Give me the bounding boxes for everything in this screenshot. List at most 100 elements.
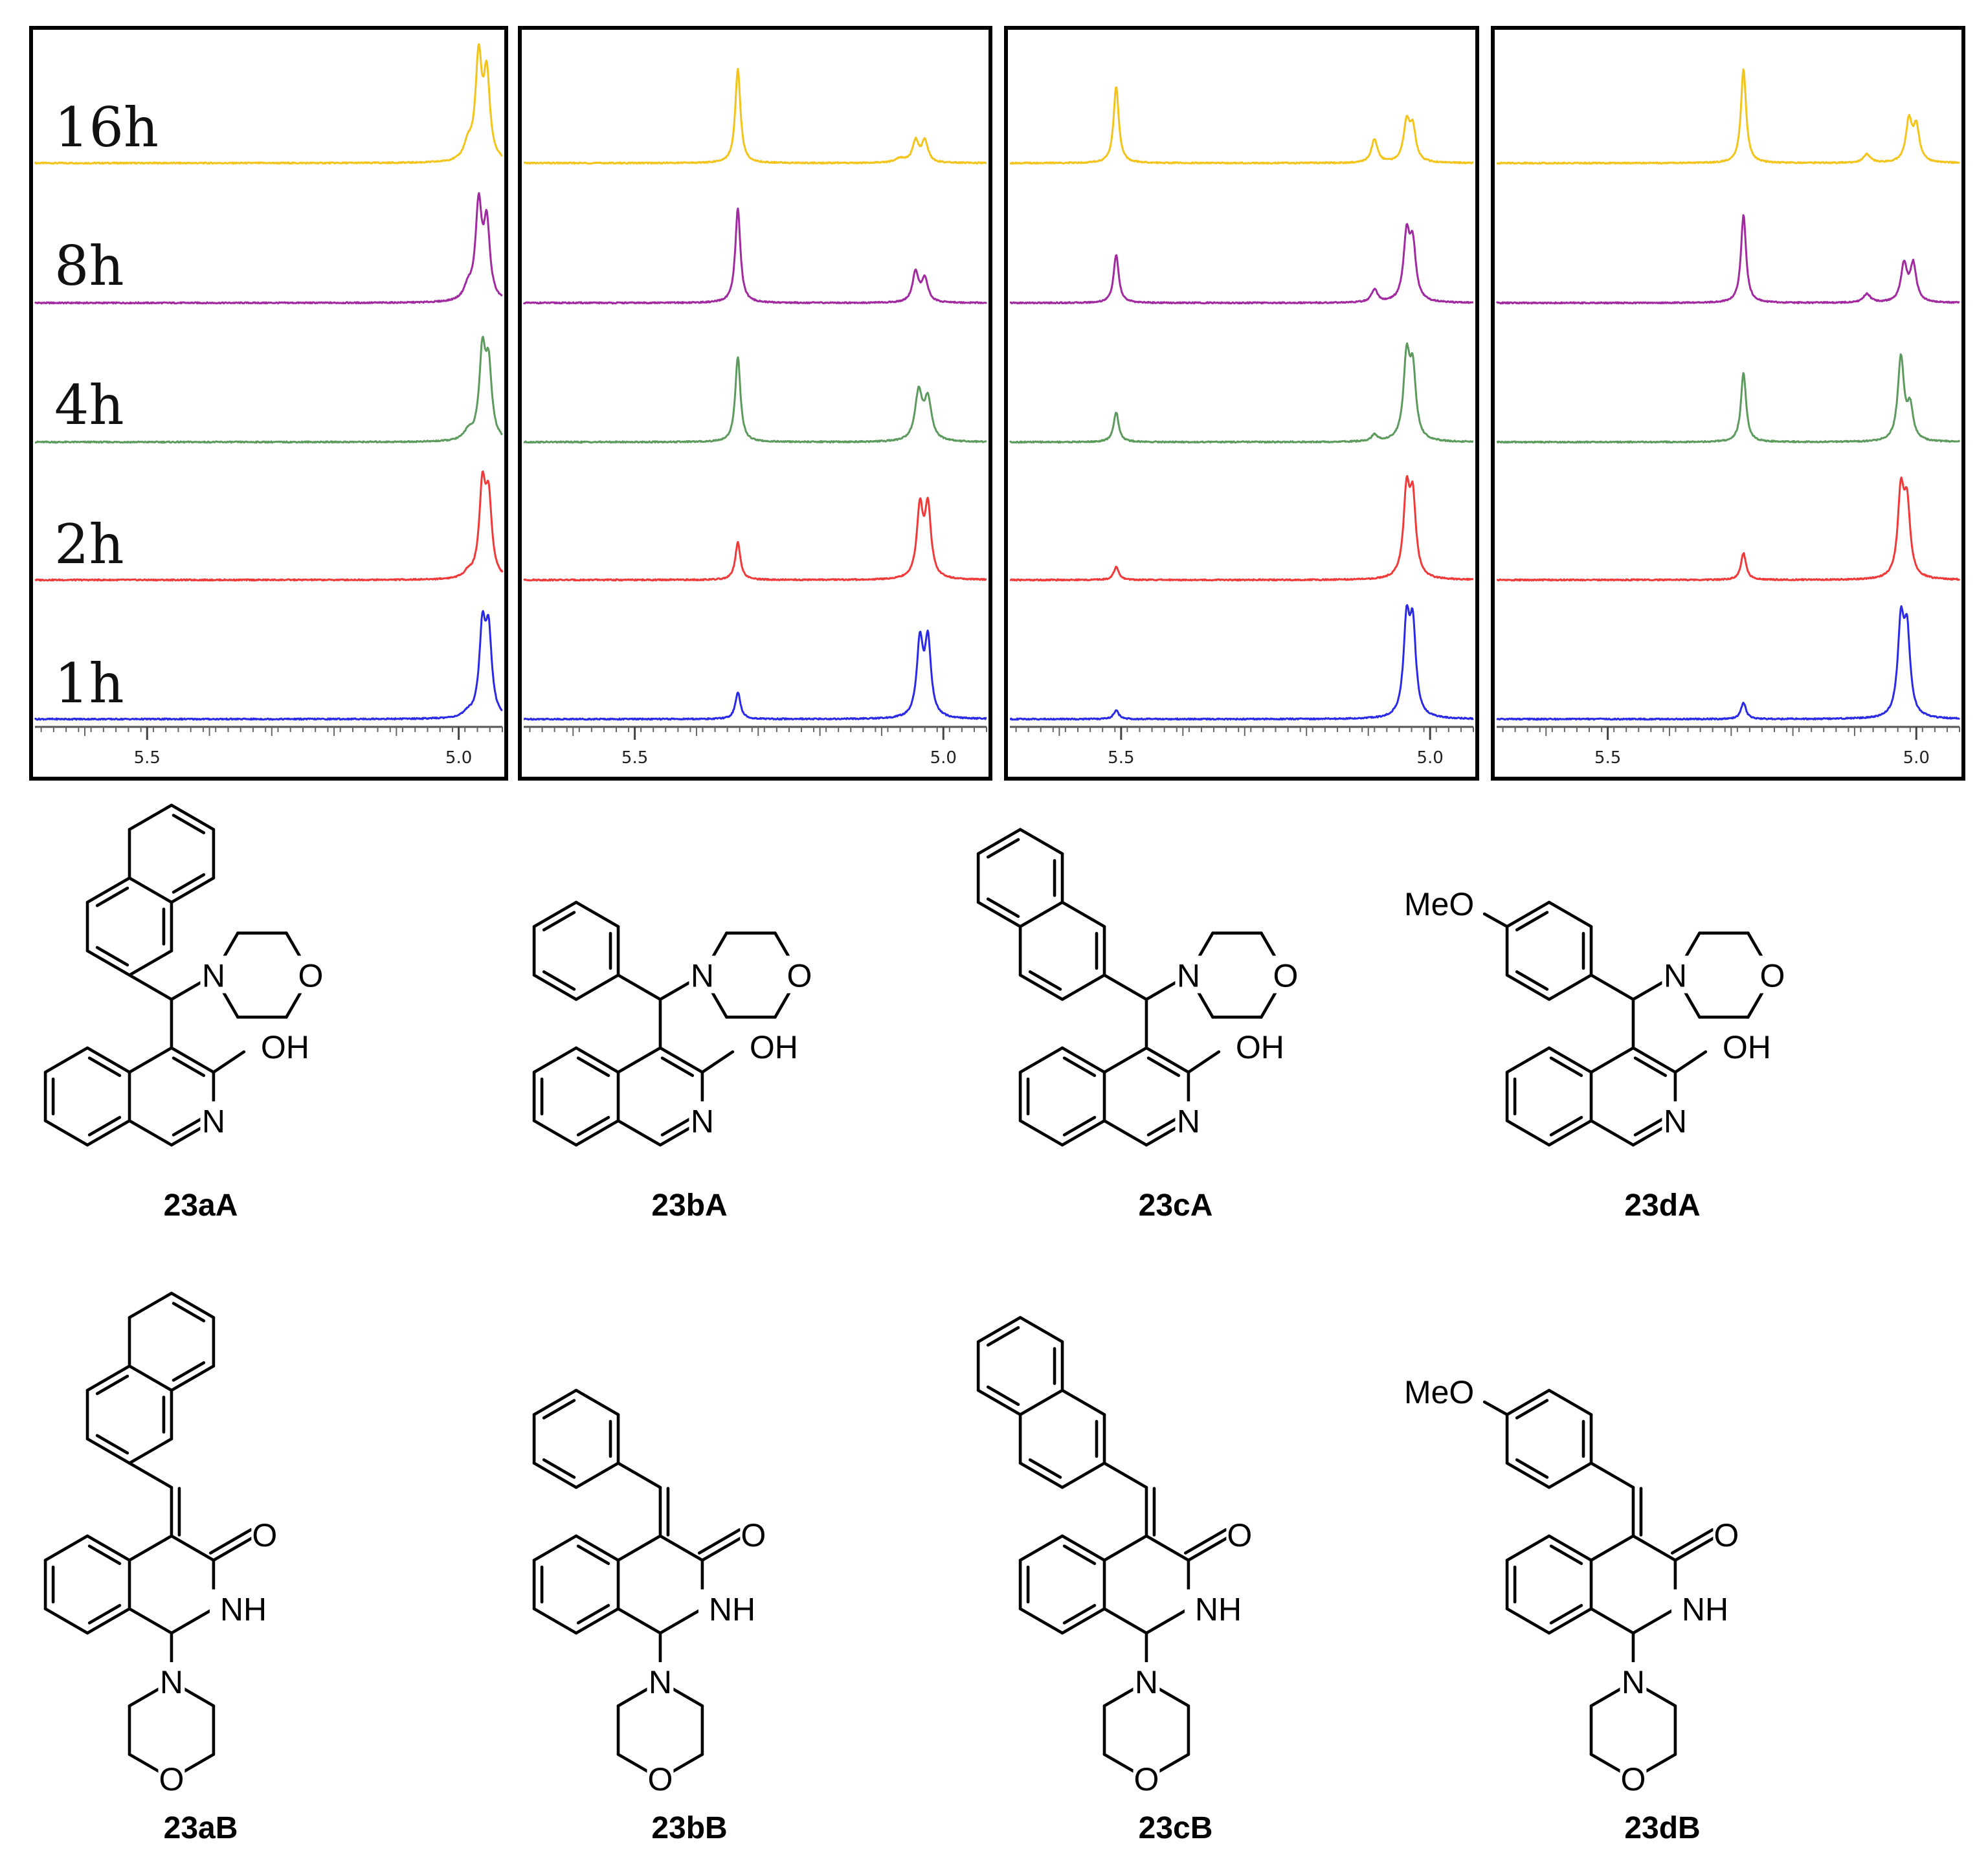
morpholine-n-label: N — [1664, 958, 1687, 994]
bond-double — [1146, 1116, 1181, 1137]
bond-double — [1515, 1399, 1549, 1419]
trace-1h — [1009, 604, 1474, 721]
bond-double — [95, 1434, 129, 1455]
bond — [1589, 1119, 1635, 1147]
atom-mask — [698, 1589, 745, 1627]
bond-double — [1549, 1604, 1583, 1625]
bond — [1018, 1607, 1064, 1635]
bond-double — [87, 1604, 122, 1625]
compound-label-23aA: 23aA — [164, 1188, 238, 1223]
atom-mask — [1620, 1662, 1647, 1700]
bond — [532, 1046, 578, 1074]
morpholine-o-label: O — [1620, 1761, 1646, 1797]
bond-double — [95, 1374, 129, 1396]
bond — [128, 1437, 173, 1465]
bond-double — [1515, 970, 1549, 991]
bond — [1018, 828, 1064, 856]
bond — [532, 1388, 578, 1416]
morpholine-o-label: O — [647, 1761, 673, 1797]
bond — [532, 1534, 578, 1562]
oh-label: OH — [1236, 1029, 1284, 1065]
meo-label: MeO — [1404, 1374, 1474, 1410]
morpholine-o-label: O — [1273, 958, 1298, 994]
bond-double — [1062, 1056, 1097, 1077]
bond — [85, 1364, 131, 1392]
bond-double — [986, 1326, 1020, 1347]
compound-label-23aB: 23aB — [164, 1811, 238, 1845]
atom-mask — [1713, 1515, 1740, 1553]
bond — [128, 949, 173, 977]
bond-double — [986, 1385, 1020, 1407]
bond — [976, 1316, 1022, 1344]
panel-frame — [1004, 26, 1479, 781]
bond — [1547, 1607, 1593, 1635]
trace-4h — [1009, 342, 1474, 444]
atom-mask — [1184, 1589, 1231, 1627]
compound-label-23dA: 23dA — [1624, 1188, 1700, 1223]
atom-mask — [1175, 955, 1202, 994]
bond — [128, 1046, 173, 1074]
trace-16h — [34, 43, 503, 165]
bond — [574, 973, 620, 1001]
bond — [1018, 1462, 1064, 1489]
bond — [170, 803, 216, 831]
bond — [1505, 1534, 1551, 1562]
bond — [212, 1050, 246, 1074]
bond — [574, 1388, 620, 1416]
bond — [1018, 1316, 1064, 1344]
bond-double — [1515, 911, 1549, 931]
bond — [1547, 973, 1593, 1001]
atom-mask — [1175, 1101, 1202, 1139]
ppm-tick-label: 5.0 — [445, 748, 472, 768]
bond — [43, 1607, 89, 1635]
bond — [532, 1607, 578, 1635]
bond — [1018, 1046, 1064, 1074]
trace-2h — [523, 496, 987, 582]
trace-16h — [523, 67, 987, 165]
n-label: N — [1177, 1104, 1200, 1140]
bond — [128, 1462, 173, 1489]
bond-double — [542, 1458, 576, 1479]
n-label: N — [691, 1104, 714, 1140]
bond — [1589, 1046, 1635, 1074]
time-label-8h: 8h — [54, 234, 124, 298]
atom-mask — [739, 1027, 786, 1065]
bond-double — [1028, 970, 1062, 991]
bond — [1187, 1050, 1221, 1074]
bond — [1018, 900, 1064, 928]
ppm-tick-label: 5.0 — [1903, 748, 1930, 768]
bond-double — [95, 886, 129, 907]
atom-mask — [1759, 955, 1786, 994]
atom-mask — [200, 955, 227, 994]
bond-double — [1062, 1116, 1097, 1137]
bond — [1631, 1534, 1677, 1562]
trace-8h — [34, 192, 503, 305]
bond — [976, 1388, 1022, 1416]
time-label-2h: 2h — [54, 513, 124, 576]
bond — [700, 1050, 735, 1074]
trace-1h — [1496, 605, 1961, 721]
atom-mask — [1225, 1027, 1272, 1065]
bond — [170, 876, 216, 904]
bond — [1102, 1534, 1148, 1562]
bond — [1673, 1050, 1708, 1074]
carbonyl-o-label: O — [1227, 1517, 1252, 1553]
trace-2h — [34, 470, 504, 582]
bond — [85, 1046, 131, 1074]
n-label: N — [202, 1104, 225, 1140]
bond-double — [95, 946, 129, 967]
bond-double — [576, 1056, 610, 1077]
bond — [976, 828, 1022, 856]
oh-label: OH — [1723, 1029, 1771, 1065]
bond — [532, 900, 578, 928]
bond — [658, 1534, 704, 1562]
carbonyl-o-label: O — [252, 1517, 277, 1553]
bond-double — [542, 1399, 576, 1419]
bond-double — [172, 873, 206, 894]
bond — [574, 1046, 620, 1074]
